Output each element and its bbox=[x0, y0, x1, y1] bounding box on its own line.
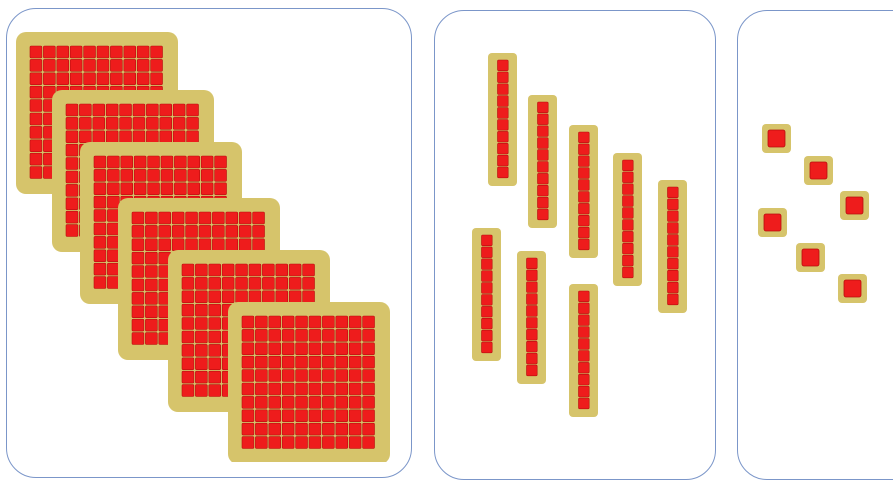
ten-rod-8 bbox=[569, 284, 598, 417]
one-cube-6 bbox=[838, 274, 867, 303]
one-cube-2 bbox=[804, 156, 833, 185]
ten-rod-5 bbox=[658, 180, 687, 313]
ten-rod-7 bbox=[517, 251, 546, 384]
ten-rod-2 bbox=[528, 95, 557, 228]
one-cube-4 bbox=[758, 208, 787, 237]
one-cube-5 bbox=[796, 243, 825, 272]
ten-rod-3 bbox=[569, 125, 598, 258]
one-cube-1 bbox=[762, 124, 791, 153]
hundred-flat-6 bbox=[228, 302, 390, 462]
ten-rod-4 bbox=[613, 153, 642, 286]
ten-rod-1 bbox=[488, 53, 517, 186]
ten-rod-6 bbox=[472, 228, 501, 361]
base-ten-blocks bbox=[0, 0, 893, 462]
one-cube-3 bbox=[840, 191, 869, 220]
